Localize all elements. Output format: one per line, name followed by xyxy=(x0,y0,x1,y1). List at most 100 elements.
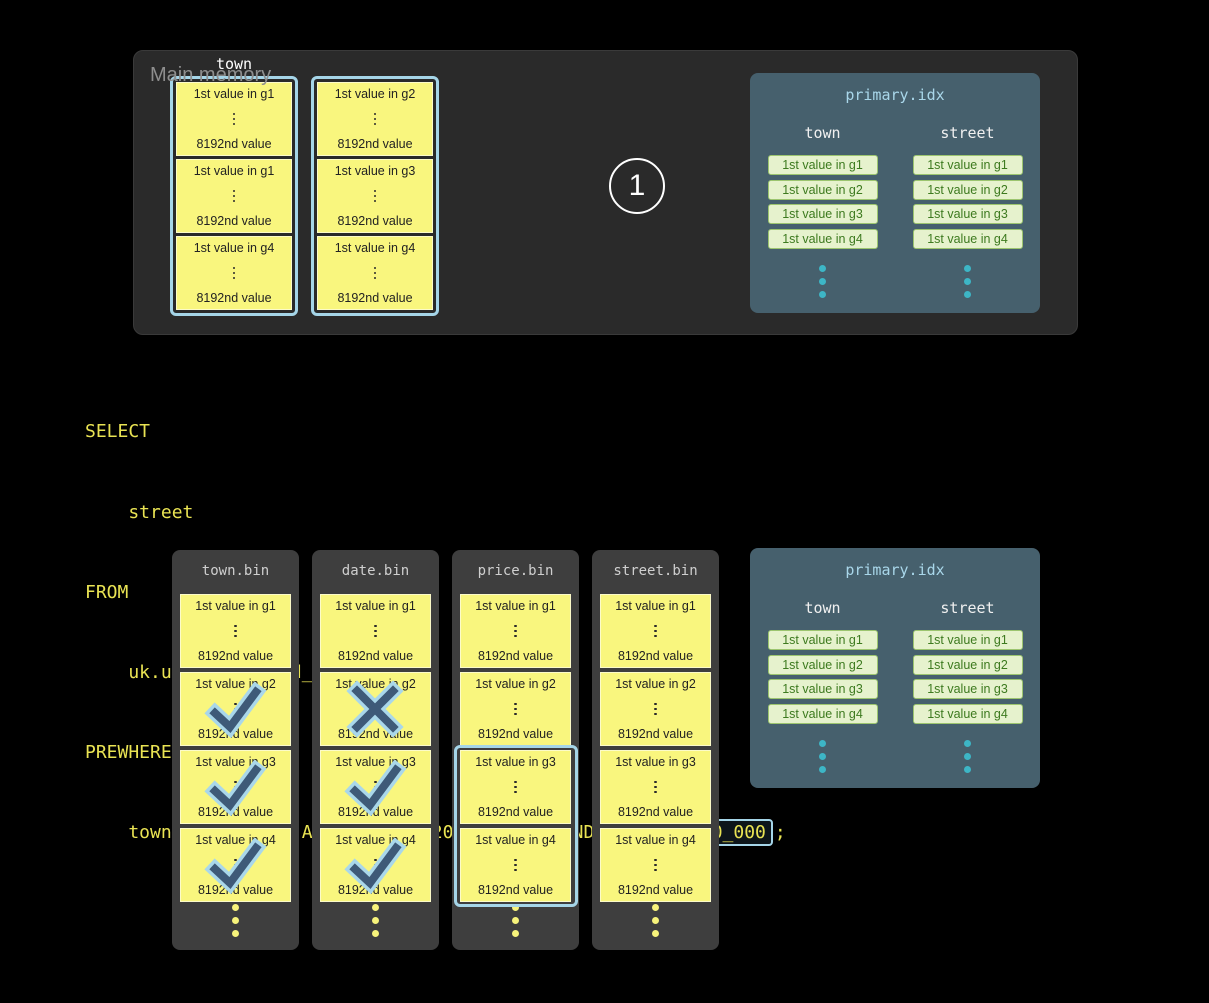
granule-last-value: 8192nd value xyxy=(337,137,413,151)
granule-last-value: 8192nd value xyxy=(477,805,554,819)
idx-column-town: town 1st value in g1 1st value in g2 1st… xyxy=(757,599,889,773)
granule-first-value: 1st value in g2 xyxy=(475,677,556,691)
granule-last-value: 8192nd value xyxy=(337,883,414,897)
idx-entry: 1st value in g4 xyxy=(767,703,878,724)
ellipsis-icon xyxy=(452,904,579,937)
idx-entry: 1st value in g1 xyxy=(912,630,1023,650)
granule-block: 1st value in g1 8192nd value xyxy=(180,594,291,668)
ellipsis-icon xyxy=(654,624,657,638)
ellipsis-icon xyxy=(234,624,237,638)
ellipsis-icon xyxy=(514,858,517,872)
idx-entry: 1st value in g3 xyxy=(912,679,1023,699)
granule-block: 1st value in g4 8192nd value xyxy=(176,236,292,310)
granule-first-value: 1st value in g2 xyxy=(334,87,416,101)
check-icon xyxy=(204,759,267,817)
idx-entry: 1st value in g2 xyxy=(767,654,878,675)
granule-last-value: 8192nd value xyxy=(617,727,694,741)
granule-first-value: 1st value in g4 xyxy=(615,833,696,847)
main-memory-label: Main memory xyxy=(150,64,272,86)
ellipsis-icon xyxy=(964,265,971,298)
granule-block: 1st value in g2 8192nd value xyxy=(460,672,571,746)
idx-entry: 1st value in g2 xyxy=(767,179,878,200)
idx-entry: 1st value in g4 xyxy=(912,228,1023,249)
granule-first-value: 1st value in g1 xyxy=(335,599,416,613)
granule-last-value: 8192nd value xyxy=(197,805,274,819)
granule-first-value: 1st value in g3 xyxy=(615,755,696,769)
ellipsis-icon xyxy=(374,624,377,638)
granule-last-value: 8192nd value xyxy=(196,291,272,305)
bin-panel-town: town.bin 1st value in g1 8192nd value 1s… xyxy=(172,550,299,950)
check-icon xyxy=(204,681,267,739)
granule-first-value: 1st value in g1 xyxy=(195,599,276,613)
cross-icon xyxy=(346,680,404,738)
ellipsis-icon xyxy=(819,265,826,298)
sql-statement-terminator: ; xyxy=(774,821,786,843)
idx-column-street: street 1st value in g1 1st value in g2 1… xyxy=(902,124,1034,298)
granule-last-value: 8192nd value xyxy=(196,137,272,151)
granule-last-value: 8192nd value xyxy=(337,291,413,305)
ellipsis-icon xyxy=(373,189,377,203)
ellipsis-icon xyxy=(373,266,377,280)
ellipsis-icon xyxy=(172,904,299,937)
primary-idx-title: primary.idx xyxy=(845,561,945,579)
granule-last-value: 8192nd value xyxy=(477,883,554,897)
granule-last-value: 8192nd value xyxy=(617,883,694,897)
granule-block: 1st value in g1 8192nd value xyxy=(320,594,431,668)
bin-file-title: town.bin xyxy=(201,563,270,579)
granule-block: 1st value in g2 8192nd value xyxy=(317,82,433,156)
granule-block: 1st value in g1 8192nd value xyxy=(600,594,711,668)
granule-block: 1st value in g1 8192nd value xyxy=(460,594,571,668)
sql-line: SELECT xyxy=(85,421,151,443)
granule-block: 1st value in g3 8192nd value xyxy=(460,750,571,824)
granule-first-value: 1st value in g3 xyxy=(475,755,556,769)
granule-first-value: 1st value in g1 xyxy=(193,164,275,178)
granule-block: 1st value in g4 8192nd value xyxy=(460,828,571,902)
idx-column-header: town xyxy=(804,124,841,142)
ellipsis-icon xyxy=(592,904,719,937)
granule-block: 1st value in g3 8192nd value xyxy=(317,159,433,233)
idx-column-town: town 1st value in g1 1st value in g2 1st… xyxy=(757,124,889,298)
primary-idx-title: primary.idx xyxy=(845,86,945,104)
ellipsis-icon xyxy=(514,702,517,716)
idx-entry: 1st value in g2 xyxy=(912,179,1023,200)
check-icon xyxy=(344,759,407,817)
town-column-label: town xyxy=(215,55,253,73)
idx-entry: 1st value in g1 xyxy=(912,155,1023,175)
sql-line: street xyxy=(85,501,194,523)
ellipsis-icon xyxy=(964,740,971,773)
granule-block: 1st value in g3 8192nd value xyxy=(600,750,711,824)
step-1-badge: 1 xyxy=(609,158,665,214)
granule-last-value: 8192nd value xyxy=(196,214,272,228)
ellipsis-icon xyxy=(514,624,517,638)
granule-first-value: 1st value in g1 xyxy=(615,599,696,613)
idx-entry: 1st value in g4 xyxy=(767,228,878,249)
bin-file-title: street.bin xyxy=(613,563,698,579)
bin-panel-price: price.bin 1st value in g1 8192nd value 1… xyxy=(452,550,579,950)
idx-entry: 1st value in g3 xyxy=(767,204,878,224)
granule-last-value: 8192nd value xyxy=(337,214,413,228)
check-icon xyxy=(204,837,267,895)
bin-panel-date: date.bin 1st value in g1 8192nd value 1s… xyxy=(312,550,439,950)
check-icon xyxy=(344,837,407,895)
granule-block: 1st value in g2 8192nd value xyxy=(600,672,711,746)
granule-last-value: 8192nd value xyxy=(477,727,554,741)
granule-block: 1st value in g4 8192nd value xyxy=(317,236,433,310)
memory-granule-stack-1: 1st value in g1 8192nd value 1st value i… xyxy=(170,76,298,316)
primary-idx-panel-top: primary.idx town 1st value in g1 1st val… xyxy=(750,73,1040,313)
granule-last-value: 8192nd value xyxy=(197,649,274,663)
bin-file-title: date.bin xyxy=(341,563,410,579)
granule-last-value: 8192nd value xyxy=(617,649,694,663)
idx-entry: 1st value in g3 xyxy=(912,204,1023,224)
granule-last-value: 8192nd value xyxy=(197,883,274,897)
granule-block: 1st value in g1 8192nd value xyxy=(176,82,292,156)
primary-idx-panel-bottom: primary.idx town 1st value in g1 1st val… xyxy=(750,548,1040,788)
idx-entry: 1st value in g4 xyxy=(912,703,1023,724)
granule-first-value: 1st value in g1 xyxy=(193,87,275,101)
idx-column-street: street 1st value in g1 1st value in g2 1… xyxy=(902,599,1034,773)
granule-block: 1st value in g1 8192nd value xyxy=(176,159,292,233)
bin-panel-street: street.bin 1st value in g1 8192nd value … xyxy=(592,550,719,950)
granule-block: 1st value in g4 8192nd value xyxy=(600,828,711,902)
ellipsis-icon xyxy=(232,189,236,203)
granule-first-value: 1st value in g2 xyxy=(615,677,696,691)
ellipsis-icon xyxy=(514,780,517,794)
